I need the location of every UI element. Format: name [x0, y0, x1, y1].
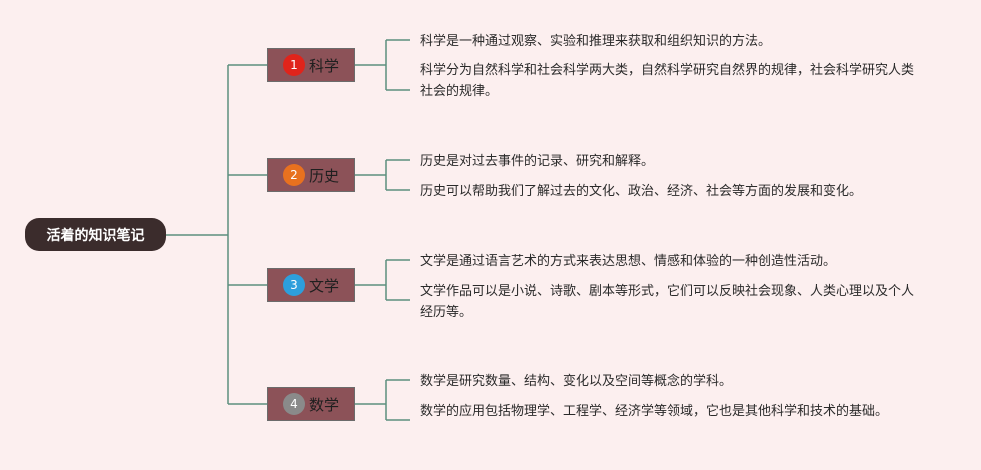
leaf-science-2[interactable]: 科学分为自然科学和社会科学两大类，自然科学研究自然界的规律，社会科学研究人类社会…: [420, 63, 915, 99]
leaf-math-2[interactable]: 数学的应用包括物理学、工程学、经济学等领域，它也是其他科学和技术的基础。: [420, 404, 889, 419]
root-topic[interactable]: 活着的知识笔记: [25, 218, 166, 251]
root-topic-label: 活着的知识笔记: [46, 227, 145, 244]
branch-label-history: 历史: [308, 166, 339, 185]
branch-math[interactable]: 4 数学: [267, 387, 355, 421]
branch-history[interactable]: 2 历史: [267, 158, 355, 192]
leaf-history-2[interactable]: 历史可以帮助我们了解过去的文化、政治、经济、社会等方面的发展和变化。: [420, 184, 863, 199]
number-badge-2: 2: [282, 164, 305, 186]
number-badge-3: 3: [282, 274, 305, 296]
leaf-literature-1[interactable]: 文学是通过语言艺术的方式来表达思想、情感和体验的一种创造性活动。: [420, 254, 837, 269]
branch-science[interactable]: 1 科学: [267, 48, 355, 82]
branch-label-science: 科学: [308, 56, 339, 75]
number-badge-4: 4: [282, 393, 305, 415]
number-badge-1: 1: [282, 54, 305, 76]
branch-label-math: 数学: [308, 395, 339, 414]
leaf-science-1[interactable]: 科学是一种通过观察、实验和推理来获取和组织知识的方法。: [420, 34, 772, 49]
branch-literature[interactable]: 3 文学: [267, 268, 355, 302]
leaf-literature-2[interactable]: 文学作品可以是小说、诗歌、剧本等形式，它们可以反映社会现象、人类心理以及个人经历…: [420, 284, 915, 320]
leaf-history-1[interactable]: 历史是对过去事件的记录、研究和解释。: [420, 154, 655, 169]
branch-label-literature: 文学: [308, 276, 339, 295]
leaf-math-1[interactable]: 数学是研究数量、结构、变化以及空间等概念的学科。: [420, 374, 733, 389]
